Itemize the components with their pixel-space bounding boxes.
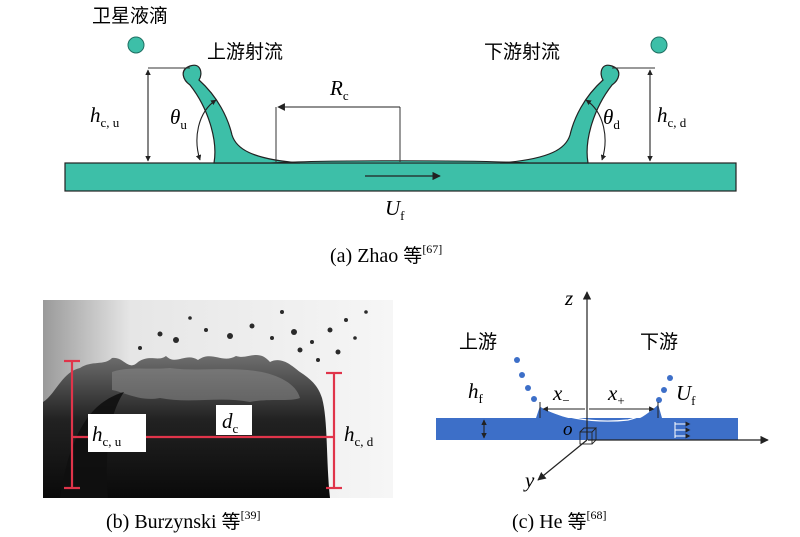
upstream-jet-label: 上游射流 [207,41,283,63]
caption-a: (a) Zhao 等[67] [330,242,442,267]
o-label: o [563,419,573,440]
hcu-label-b: hc, u [92,422,122,449]
hcd-label: hc, d [657,103,687,130]
caption-c: (c) He 等[68] [512,508,607,533]
downstream-jet-label: 下游射流 [484,41,560,63]
panel-a: 卫星液滴 上游射流 下游射流 hc, u hc, d θu θd Rc Uf (… [64,5,737,267]
satellite-droplet-left [127,36,145,54]
y-label: y [523,468,535,492]
y-axis [537,439,588,481]
droplet-trail [514,357,673,403]
theta-u-arc [195,99,217,161]
panel-c: 上游 下游 z y o hf x− x+ Uf (c) He 等[68] [436,286,769,533]
xminus-label: x− [552,381,570,408]
upstream-label-c: 上游 [459,331,497,353]
xplus-label: x+ [607,381,625,408]
dc-label: dc [222,409,239,436]
meniscus [536,404,662,424]
hcd-label-b: hc, d [344,422,374,449]
origin-cube [579,427,598,445]
rc-label: Rc [329,76,349,103]
satellite-droplet-right [650,36,668,54]
flow-arrows [674,421,691,439]
panel-b: hc, u dc hc, d (b) Burzynski 等[39] [43,300,393,533]
theta-d-label: θd [603,105,620,132]
satellite-droplet-label: 卫星液滴 [92,5,168,27]
splash-crown [112,368,300,402]
downstream-label-c: 下游 [640,331,678,353]
upstream-jet-shape [182,64,301,164]
caption-b: (b) Burzynski 等[39] [106,508,261,533]
splash-droplets [138,310,368,362]
liquid-film [64,162,737,192]
z-label: z [564,286,573,310]
downstream-jet-shape [499,64,620,164]
theta-u-label: θu [170,105,187,132]
uf-label-a: Uf [385,196,405,223]
uf-label-c: Uf [676,381,696,408]
theta-d-arc [585,99,607,161]
hcu-label: hc, u [90,103,120,130]
hf-label: hf [468,379,484,406]
